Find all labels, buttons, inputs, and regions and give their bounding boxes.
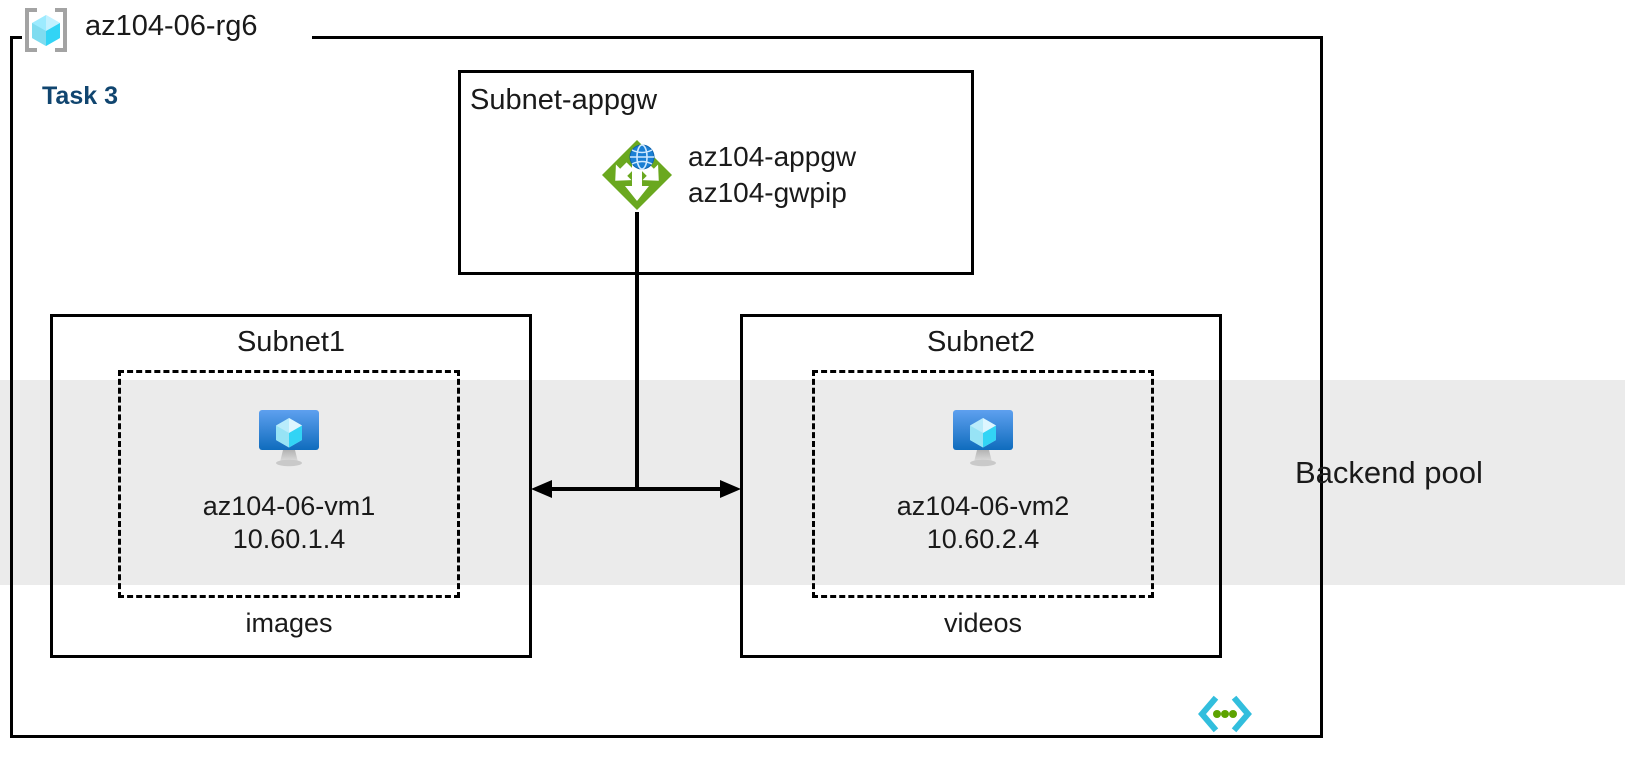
task-label: Task 3: [42, 82, 118, 110]
subnet1-box: [50, 314, 532, 658]
subnet2-title: Subnet2: [926, 326, 1036, 358]
application-gateway-labels: az104-appgw az104-gwpip: [688, 139, 856, 211]
vm2-ip: 10.60.2.4: [926, 524, 1040, 555]
virtual-machine-icon: [953, 410, 1013, 467]
vm2-node: az104-06-vm2 10.60.2.4: [812, 400, 1154, 557]
resource-group-title: az104-06-rg6: [85, 10, 258, 42]
subnet2-nsg-label: videos: [943, 608, 1023, 638]
resource-group-icon: [25, 8, 67, 52]
gwpip-name: az104-gwpip: [688, 177, 847, 208]
backend-pool-label: Backend pool: [1295, 455, 1483, 490]
resource-group-title-mask: [22, 20, 312, 54]
subnet-appgw-title: Subnet-appgw: [470, 84, 658, 116]
subnet1-nsg-boundary: [118, 370, 460, 598]
vm1-node: az104-06-vm1 10.60.1.4: [118, 400, 460, 557]
virtual-network-icon: [1198, 695, 1252, 733]
resource-group-frame: [10, 36, 1323, 738]
virtual-machine-icon: [259, 410, 319, 467]
application-gateway-icon: [602, 140, 672, 210]
application-gateway-node: az104-appgw az104-gwpip: [598, 136, 856, 214]
subnet-appgw-box: [458, 70, 974, 275]
subnet1-nsg-label: images: [245, 608, 333, 638]
vm1-ip: 10.60.1.4: [232, 524, 346, 555]
vm2-name: az104-06-vm2: [896, 491, 1070, 521]
vm1-name: az104-06-vm1: [202, 491, 376, 521]
subnet1-title: Subnet1: [236, 326, 346, 358]
appgw-name: az104-appgw: [688, 141, 857, 173]
subnet2-box: [740, 314, 1222, 658]
subnet2-nsg-boundary: [812, 370, 1154, 598]
